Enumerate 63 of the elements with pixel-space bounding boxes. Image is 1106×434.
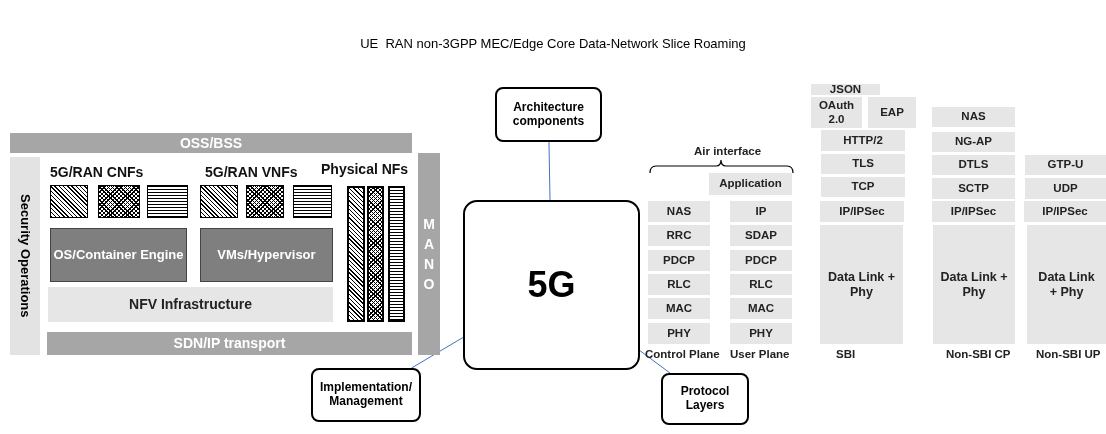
column-heading: Physical NFs [321,161,409,177]
protocol-box: TCP [821,177,905,197]
protocol-box: Data Link + Phy [820,225,903,344]
group-heading: Air interface [694,145,762,157]
protocol-box: PHY [648,323,710,344]
protocol-box: RLC [648,274,710,295]
column-heading: 5G/RAN VNFs [205,164,298,180]
striped-box [293,185,332,218]
connector-line [411,337,464,369]
striped-box [147,185,188,218]
protocol-box: Data Link + Phy [933,225,1015,344]
crosshatched-box [98,185,140,218]
layer-bar: OSS/BSS [10,133,412,153]
protocol-box: RLC [730,274,792,295]
layer-bar: SDN/IP transport [47,332,412,355]
connector-line [548,141,551,201]
protocol-box: HTTP/2 [821,130,905,151]
protocol-box: PHY [730,323,792,344]
stack-caption: Non-SBI CP [946,348,1011,360]
protocol-box: PDCP [730,250,792,271]
callout-box: Implementation/ Management [311,368,421,422]
central-box: 5G [463,200,640,370]
protocol-box: TLS [821,154,905,174]
protocol-box: GTP-U [1025,155,1106,175]
protocol-box: IP/IPSec [1024,201,1106,222]
connector-line [639,350,671,374]
protocol-box: NAS [932,107,1015,127]
side-bar: MANO [418,153,440,355]
protocol-box: OAuth 2.0 [811,97,862,128]
protocol-box: UDP [1025,178,1106,199]
hatched-box [50,185,88,218]
protocol-box: IP/IPSec [820,201,904,222]
protocol-box: DTLS [932,155,1015,175]
stack-caption: Control Plane [645,348,720,360]
protocol-box: NAS [648,201,710,222]
crosshatched-box [246,185,284,218]
protocol-box: IP/IPSec [932,201,1015,222]
protocol-box: PDCP [648,250,710,271]
stack-caption: User Plane [730,348,790,360]
diagram-title: UE RAN non-3GPP MEC/Edge Core Data-Network Slice Roaming [359,36,747,51]
hatched-box [200,185,238,218]
layer-box: OS/Container Engine [50,228,187,282]
crosshatched-bar [367,186,384,322]
callout-box: Protocol Layers [661,373,749,425]
protocol-box: SCTP [932,178,1015,199]
layer-box: NFV Infrastructure [48,287,333,322]
protocol-box: JSON [811,84,880,95]
protocol-box: NG-AP [932,132,1015,152]
hatched-bar [347,186,365,322]
striped-bar [388,186,405,322]
side-band: Security Operations [10,157,40,355]
protocol-box: Data Link + Phy [1027,225,1106,344]
protocol-box: EAP [868,97,916,128]
protocol-box: SDAP [730,225,792,246]
layer-box: VMs/Hypervisor [200,228,333,282]
column-heading: 5G/RAN CNFs [50,164,144,180]
protocol-box: MAC [730,298,792,319]
protocol-box: RRC [648,225,710,246]
protocol-box: IP [730,201,792,222]
protocol-box: MAC [648,298,710,319]
protocol-box: Application [709,173,792,195]
callout-box: Architecture components [495,87,602,142]
stack-caption: Non-SBI UP [1036,348,1101,360]
